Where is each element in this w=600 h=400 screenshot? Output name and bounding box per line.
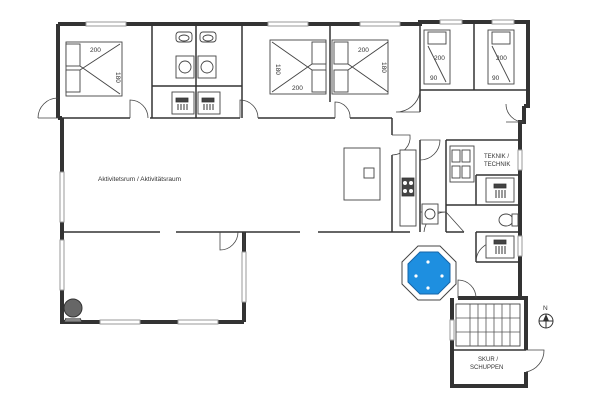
compass-north-label: N [543,305,548,312]
shower-icon [485,235,515,259]
bathroom-top [171,31,221,115]
shed-label-1: SKUR / [478,357,498,363]
activity-room: Aktivitetsrum / Aktivitätsraum [98,147,439,227]
bed-2-length: 200 [292,85,303,92]
shed: SKUR / SCHUPPEN [455,303,521,371]
doors [37,91,545,373]
bed-1-length: 200 [90,47,101,54]
shower-icon [197,91,221,115]
activity-room-label: Aktivitetsrum / Aktivitätsraum [98,176,181,183]
windows [59,19,523,341]
bedroom-4: 200 90 [423,29,451,85]
bed-4-length: 200 [434,55,445,62]
bedroom-3: 200 180 [331,39,389,95]
technik-label-2: TECHNIK [484,162,510,168]
bedroom-5: 200 90 [487,29,515,85]
bedroom-1: 200 180 [65,41,123,97]
compass-icon: N [538,305,554,329]
toilet-icon [498,213,519,227]
inner-walls [58,24,528,351]
technik-label-1: TEKNIK / [484,154,509,160]
shed-label-2: SCHUPPEN [470,365,503,371]
bed-2-width: 180 [274,64,281,75]
hot-tub [401,245,457,301]
bed-3-width: 180 [380,62,387,73]
bed-4-width: 90 [430,75,438,82]
shower-icon [485,177,515,203]
shower-icon [171,91,195,115]
stove-icon [63,298,83,323]
bed-5-width: 90 [492,75,500,82]
bed-5-length: 200 [496,55,507,62]
bed-3-length: 200 [358,47,369,54]
technik-room: TEKNIK / TECHNIK [449,145,510,183]
bedroom-2: 200 180 [269,39,327,95]
bed-1-width: 180 [114,72,121,83]
